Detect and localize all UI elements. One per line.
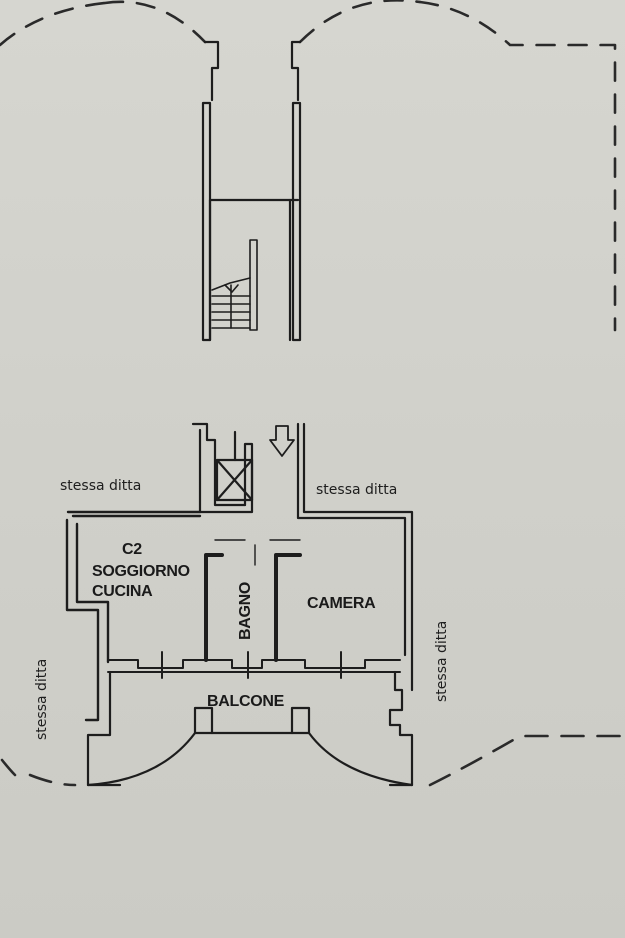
upper-corridor	[201, 40, 302, 342]
facade-windows	[107, 651, 401, 679]
partition-walls	[204, 553, 302, 662]
room-label-kitchen: CUCINA	[92, 583, 153, 600]
balcony-outline	[86, 670, 414, 787]
neighbor-label-top-right: stessa ditta	[316, 482, 398, 498]
elevator-cross-icon	[215, 458, 254, 502]
down-arrow-icon	[269, 425, 295, 457]
room-label-bathroom: BAGNO	[237, 581, 254, 640]
dashed-neighbor-outline-bottom	[0, 734, 625, 787]
neighbor-label-left: stessa ditta	[34, 658, 50, 740]
dashed-neighbor-outline-top	[0, 0, 617, 332]
room-label-living: SOGGIORNO	[92, 563, 190, 580]
neighbor-label-right: stessa ditta	[434, 620, 450, 702]
apartment-walls	[65, 510, 202, 722]
room-label-balcony: BALCONE	[207, 693, 285, 710]
unit-code: C2	[122, 541, 142, 558]
neighbor-label-top-left: stessa ditta	[60, 478, 142, 494]
room-label-bedroom: CAMERA	[307, 595, 376, 612]
elevator-shaft	[191, 422, 254, 514]
staircase-icon	[211, 239, 258, 331]
